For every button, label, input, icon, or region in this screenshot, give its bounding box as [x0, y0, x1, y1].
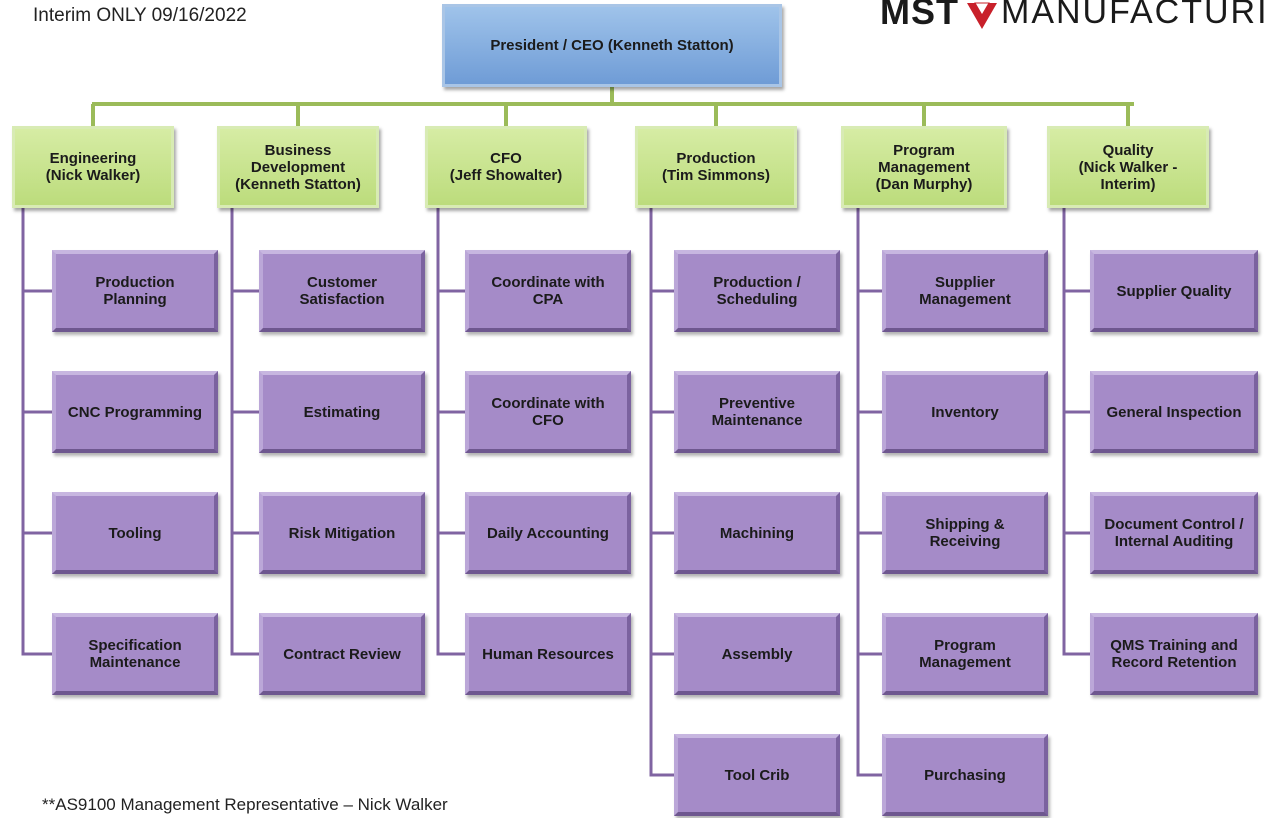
logo-manufacturing-text: MANUFACTURING	[1001, 0, 1264, 31]
function-box: Supplier Quality	[1090, 250, 1258, 332]
function-box: Machining	[674, 492, 840, 574]
department-box: Program Management (Dan Murphy)	[841, 126, 1007, 208]
department-box: Production (Tim Simmons)	[635, 126, 797, 208]
logo-mark-icon	[967, 2, 997, 29]
function-box: Coordinate with CPA	[465, 250, 631, 332]
department-box: Quality (Nick Walker - Interim)	[1047, 126, 1209, 208]
function-box: Purchasing	[882, 734, 1048, 816]
function-box: Human Resources	[465, 613, 631, 695]
company-logo: MST MANUFACTURING	[880, 0, 1264, 38]
function-box: Program Management	[882, 613, 1048, 695]
function-box: Inventory	[882, 371, 1048, 453]
function-box: Customer Satisfaction	[259, 250, 425, 332]
function-box: Assembly	[674, 613, 840, 695]
function-box: Tool Crib	[674, 734, 840, 816]
function-box: Tooling	[52, 492, 218, 574]
function-box: Document Control / Internal Auditing	[1090, 492, 1258, 574]
function-box: CNC Programming	[52, 371, 218, 453]
department-box: Business Development (Kenneth Statton)	[217, 126, 379, 208]
function-box: Risk Mitigation	[259, 492, 425, 574]
function-box: Specification Maintenance	[52, 613, 218, 695]
function-box: Estimating	[259, 371, 425, 453]
function-box: Coordinate with CFO	[465, 371, 631, 453]
function-box: QMS Training and Record Retention	[1090, 613, 1258, 695]
function-box: General Inspection	[1090, 371, 1258, 453]
function-box: Preventive Maintenance	[674, 371, 840, 453]
function-box: Supplier Management	[882, 250, 1048, 332]
footnote: **AS9100 Management Representative – Nic…	[42, 795, 448, 814]
department-box: CFO (Jeff Showalter)	[425, 126, 587, 208]
president-box: President / CEO (Kenneth Statton)	[442, 4, 782, 87]
logo-mst-text: MST	[880, 0, 959, 32]
function-box: Production / Scheduling	[674, 250, 840, 332]
function-box: Contract Review	[259, 613, 425, 695]
department-box: Engineering (Nick Walker)	[12, 126, 174, 208]
interim-note: Interim ONLY 09/16/2022	[33, 5, 247, 26]
function-box: Daily Accounting	[465, 492, 631, 574]
function-box: Shipping & Receiving	[882, 492, 1048, 574]
function-box: Production Planning	[52, 250, 218, 332]
